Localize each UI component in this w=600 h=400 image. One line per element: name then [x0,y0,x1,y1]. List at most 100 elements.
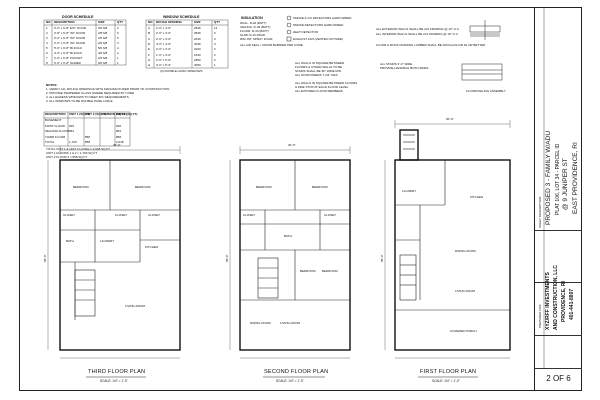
door-schedule-cell: 5/0 6/8 [98,46,108,50]
window-schedule-cell: 2030 [194,36,201,41]
insulation-note: ALL AIR SEAL / VAPOR BARRIER PER CODE [240,43,303,47]
insulation-row: WALL: R-20 (BATT) [240,21,267,25]
door-schedule-header: DESCRIPTION [54,20,75,24]
window-schedule-cell: 2846 [194,26,201,30]
room-label: BEDROOM [312,185,328,189]
door-schedule-cell: 1 [117,61,119,65]
area-table-cell: 864 [116,129,122,133]
room-label: LAUNDRY [402,189,417,193]
window-schedule-cell: 3'-0" x 5'-0" [156,63,172,68]
first-floor-plan-scale: SCALE: 1/4" = 1'-0" [432,379,460,383]
window-schedule-header: ROUGH OPENING [156,20,182,24]
room-label: KITCHEN [470,195,484,199]
door-schedule-cell: 3 [117,41,119,45]
note-line: 2. PROVIDE TEMPERED GLASS WHERE REQUIRED… [46,91,135,95]
insulation-row: SLAB: R-10 RIGID [240,33,266,37]
overall-width-dimension: 30'-0" [446,117,454,121]
note-line: 4. ALL WINDOWS TO BE DOUBLE PANE LOW-E [46,99,113,103]
area-note: TOTAL UNIT 1 & UNIT 2 LIVING = 2,648 SQ … [46,147,110,151]
stair-note: ALL STAIR RISERS 7-3/4" MAX [295,73,338,77]
first-floor-plan-title: FIRST FLOOR PLAN [420,369,477,375]
window-schedule-cell: 2836 [194,31,201,36]
door-schedule-header: SIZE [98,20,105,24]
area-table-cell: SECOND FLOOR [45,129,70,133]
first-floor-dimensions [384,120,511,359]
room-label: LIVING ROOM [280,321,301,325]
window-schedule-header: SIZE [194,20,201,24]
window-schedule-cell: 2'-6" x 5'-0" [156,57,172,62]
title-block-divider [534,335,582,336]
door-schedule-cell: 1 [117,56,119,60]
room-label: CLOSET [324,213,337,217]
stair-note: STAIRS SHALL BE 36" WIDE MIN [295,69,341,73]
room-label: BATH [284,234,292,238]
wall-note: ALL EXTERIOR WALLS SHALL BE 2x6 FRAMING … [376,27,460,31]
door-schedule-cell: 5'-0" x 6'-8" BI-FOLD [54,46,82,50]
second-floor-plan-scale: SCALE: 1/4" = 1'-0" [276,379,304,383]
door-schedule-cell: 6 [117,31,119,35]
door-schedule-header: NO. [46,20,52,24]
wall-note: ALL INTERIOR WALLS SHALL BE 2x4 FRAMING … [376,32,459,36]
stair-note: FLOORS & OTHER WALLS TO BE [295,65,343,69]
window-schedule-cell: 6 [214,31,216,36]
window-schedule-cell: G [148,57,151,62]
window-schedule-cell: 2'-0" x 2'-0" [156,47,172,52]
window-schedule-title: WINDOW SCHEDULE [163,15,200,19]
area-table-cell: FIRST FLOOR [45,123,65,128]
window-schedule-cell: C [148,36,151,41]
door-schedule-cell: 4'-0" x 6'-8" BI-FOLD [54,51,82,55]
depth-dimension: 58'-0" [43,254,47,262]
note-line: 1. VERIFY ALL ROUGH OPENINGS WITH MANUFA… [46,87,170,91]
window-schedule-note: (3) DOUBLE HUNG WINDOWS [160,69,203,73]
legend-symbols [286,15,292,42]
door-schedule-title: DOOR SCHEDULE [62,15,94,19]
door-schedule-cell: 2'-0" x 6'-8" INT. DOOR [54,41,86,45]
area-table-header: TOTAL (SQ FT) [116,112,138,116]
door-schedule-cell: 6'-0" x 6'-8" SLIDER [54,61,81,65]
window-schedule-cell: 3050 [194,63,201,68]
sheet-number: 2 OF 6 [546,374,571,383]
first-floor-interior-walls [395,134,510,311]
window-schedule-cell: 14 [214,26,218,30]
door-schedule-cell: 2/6 6/8 [98,36,108,40]
room-label: CLOSET [148,213,161,217]
window-schedule-grid [145,19,229,69]
room-label: KITCHEN [145,245,159,249]
window-schedule-cell: 4 [214,41,216,46]
title-block [534,7,582,391]
window-schedule-cell: 2 [214,52,216,57]
room-label: BEDROOM [135,185,151,189]
door-schedule-cell: 7 [46,56,48,60]
door-schedule-cell: 9 [117,36,119,40]
room-label: BATH [66,239,74,243]
door-schedule-grid [43,19,127,66]
area-table-cell: 926 [116,123,122,128]
area-table-cell: THIRD FLOOR [45,134,66,139]
room-label: CLOSET [243,213,256,217]
window-schedule-cell: 2'-6" x 4'-6" [156,26,172,30]
room-label: LAUNDRY [100,239,115,243]
area-table-cell: 858 [85,134,91,139]
second-floor-interior-walls [240,160,350,301]
stair-note: & FIRE STOP AT EACH FLOOR LEVEL [295,85,349,89]
room-label: BEDROOM [300,269,316,273]
window-schedule-header: NO. [148,20,154,24]
door-schedule-cell: 2'-8" x 6'-8" INT. DOOR [54,31,86,35]
room-label: LIVING ROOM [455,289,476,293]
window-schedule-cell: H [148,63,151,68]
window-schedule-cell: A [148,26,151,30]
floor-ceiling-assembly-label: FLOOR/CEILING ASSEMBLY [466,89,506,93]
window-schedule-cell: 3 [214,36,216,41]
window-schedule-cell: E [148,47,151,52]
insulation-row: RIM JST: SPRAY FOAM [240,37,273,41]
door-schedule-cell: 2/8 6/8 [98,31,108,35]
stair-note: ALL WALLS IN SQUARE BETWEEN [295,61,345,65]
door-schedule-cell: 2 [117,51,119,55]
door-schedule-header: QTY [117,20,124,24]
door-schedule-cell: 2'-0" x 6'-8" POCKET [54,56,83,60]
third-floor-interior-walls [60,160,180,320]
title-block-divider [534,368,582,369]
depth-dimension: 58'-0" [380,254,384,262]
window-schedule-cell: 1630 [194,52,201,57]
